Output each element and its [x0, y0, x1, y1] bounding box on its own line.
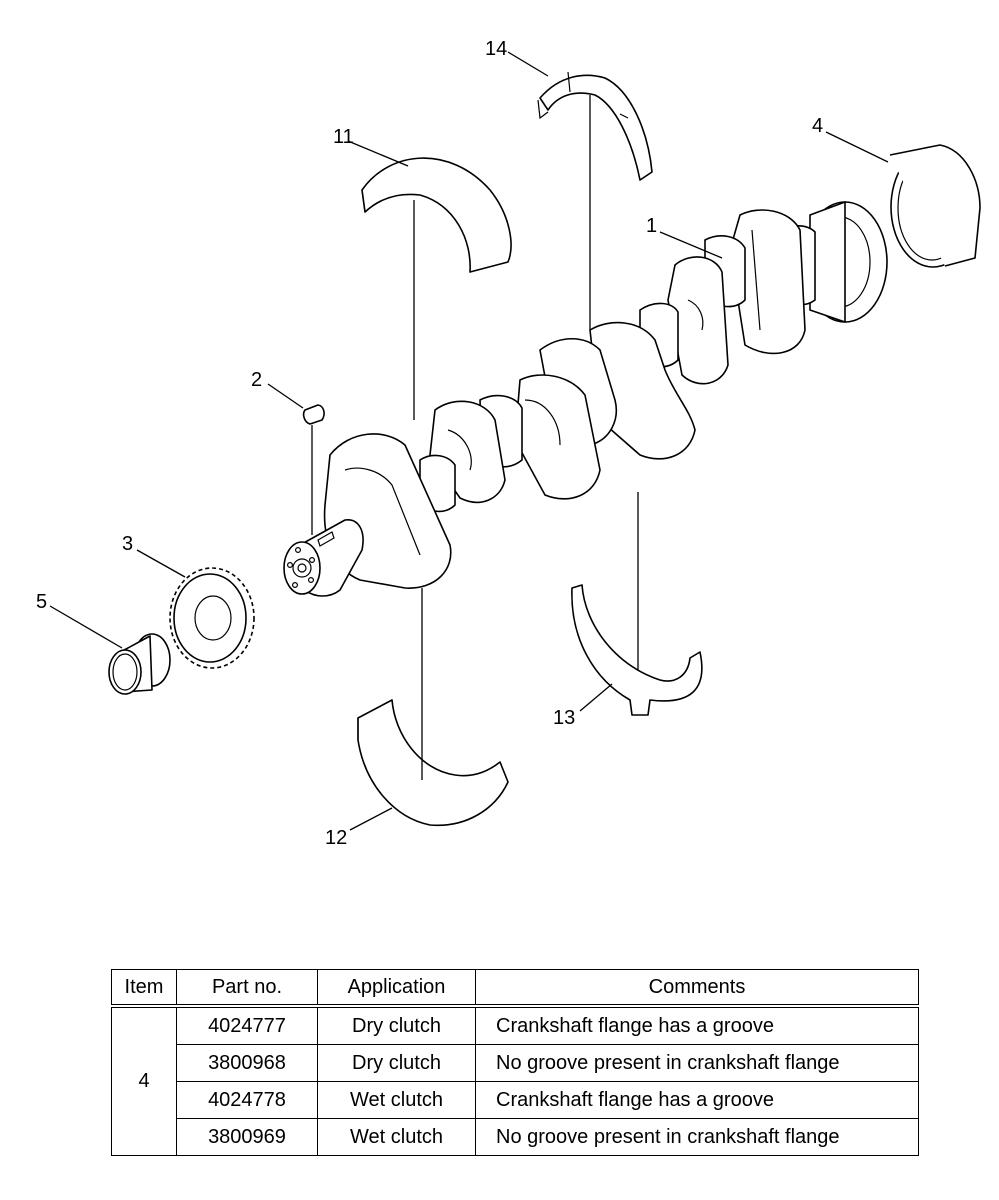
part-no-cell: 4024778	[176, 1081, 318, 1119]
lower-main-bearing	[357, 699, 509, 827]
application-cell: Wet clutch	[317, 1081, 476, 1119]
front-bush	[108, 633, 171, 695]
label-12: 12	[325, 827, 347, 849]
leader-lines	[49, 51, 889, 831]
callout-numbers: 1 2 3 4 5 11 12 13 14	[36, 38, 823, 849]
application-cell: Dry clutch	[317, 1005, 476, 1045]
label-13: 13	[553, 707, 575, 729]
item-cell: 4	[111, 1005, 177, 1156]
header-comments: Comments	[475, 969, 919, 1007]
comments-cell: Crankshaft flange has a groove	[475, 1081, 919, 1119]
part-no-cell: 4024777	[176, 1005, 318, 1045]
comments-cell: No groove present in crankshaft flange	[475, 1118, 919, 1156]
upper-main-bearing	[361, 157, 512, 273]
label-2: 2	[251, 369, 262, 391]
application-cell: Dry clutch	[317, 1044, 476, 1082]
label-14: 14	[485, 38, 507, 60]
label-5: 5	[36, 591, 47, 613]
application-cell: Wet clutch	[317, 1118, 476, 1156]
table-header-row: Item Part no. Application Comments	[111, 969, 919, 1007]
exploded-view-diagram: 1 2 3 4 5 11 12 13 14	[36, 38, 981, 849]
table-row: 3800968 Dry clutch No groove present in …	[112, 1044, 919, 1082]
header-item: Item	[111, 969, 177, 1007]
rear-oil-seal	[889, 144, 981, 268]
part-no-cell: 3800969	[176, 1118, 318, 1156]
header-application: Application	[317, 969, 476, 1007]
table-row: 3800969 Wet clutch No groove present in …	[112, 1118, 919, 1156]
label-3: 3	[122, 533, 133, 555]
header-part-no: Part no.	[176, 969, 318, 1007]
label-1: 1	[646, 215, 657, 237]
label-11: 11	[333, 126, 354, 148]
table-row: 4 4024777 Dry clutch Crankshaft flange h…	[111, 1005, 919, 1156]
crankshaft	[283, 201, 888, 597]
alignment-lines	[311, 95, 639, 780]
woodruff-key	[302, 404, 325, 425]
label-4: 4	[812, 115, 823, 137]
table-row: 4024778 Wet clutch Crankshaft flange has…	[112, 1081, 919, 1119]
timing-gear	[169, 567, 255, 669]
comments-cell: No groove present in crankshaft flange	[475, 1044, 919, 1082]
comments-cell: Crankshaft flange has a groove	[475, 1005, 919, 1045]
upper-thrust-washer	[537, 71, 653, 181]
lower-thrust-washer	[571, 584, 703, 716]
parts-table: Item Part no. Application Comments 4 402…	[111, 969, 919, 1156]
part-no-cell: 3800968	[176, 1044, 318, 1082]
